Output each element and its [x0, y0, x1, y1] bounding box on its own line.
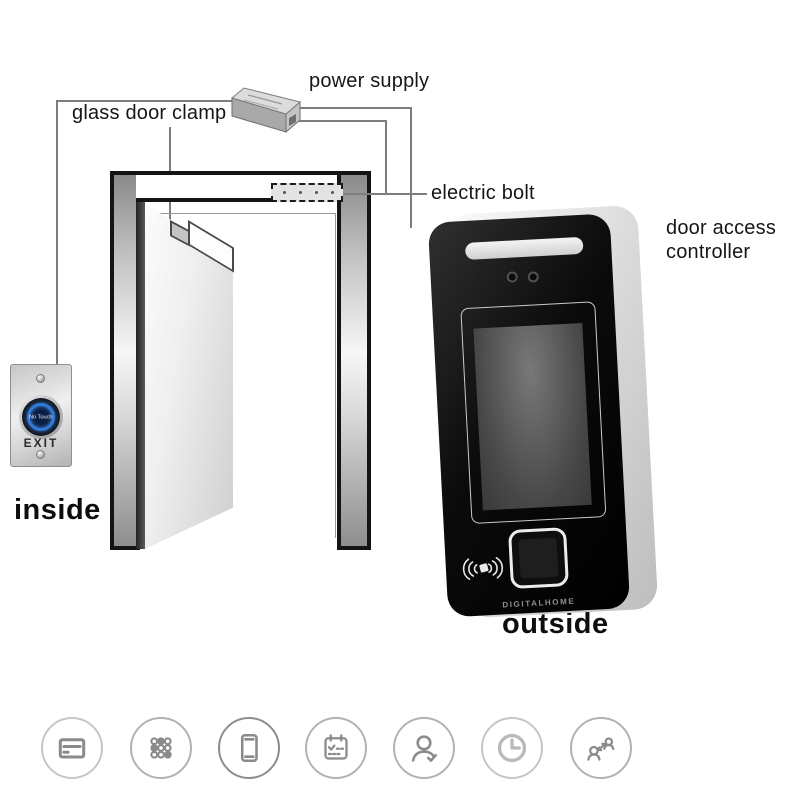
wire-powersupply-to-controller-h — [294, 107, 412, 109]
exit-button-blue-ring: No Touch — [27, 403, 55, 431]
glass-door-hinge-edge — [136, 202, 145, 549]
calendar-icon — [305, 717, 367, 779]
screw-bottom — [36, 450, 45, 459]
smartphone-icon — [218, 717, 280, 779]
user-check-icon — [393, 717, 455, 779]
rfid-card-icon — [41, 717, 103, 779]
wire-powersupply-to-exit-h — [56, 100, 234, 102]
clock-icon — [481, 717, 543, 779]
keypad-icon — [130, 717, 192, 779]
label-inside: inside — [14, 494, 101, 526]
fingerprint-sensor-window — [518, 537, 559, 579]
controller-front-panel: DIGITALHOME — [427, 213, 631, 618]
leader-electric-bolt — [343, 193, 427, 195]
camera-lens-right — [527, 271, 540, 283]
exit-button-bezel: No Touch — [22, 398, 60, 436]
label-door-access-controller: door access controller — [666, 217, 777, 263]
wire-powersupply-to-controller-v — [410, 107, 412, 228]
electric-bolt-unit — [271, 183, 343, 202]
no-touch-exit-button[interactable]: No Touch — [19, 395, 63, 439]
exit-button-text: No Touch — [29, 414, 53, 420]
wire-powersupply-to-bolt-h — [296, 120, 387, 122]
label-glass-door-clamp: glass door clamp — [72, 102, 227, 124]
doorway-depth-line-top — [158, 213, 336, 214]
fill-light-bar — [464, 236, 584, 260]
camera-lens-left — [506, 271, 519, 283]
exit-plate-text: EXIT — [23, 436, 59, 450]
user-transfer-icon — [570, 717, 632, 779]
wire-powersupply-to-exit-v — [56, 100, 58, 365]
rfid-wave-icon — [462, 556, 504, 581]
label-power-supply: power supply — [309, 70, 430, 92]
wire-powersupply-to-bolt-v — [385, 120, 387, 195]
label-electric-bolt: electric bolt — [431, 182, 535, 204]
fingerprint-reader[interactable] — [507, 527, 569, 590]
power-supply-unit — [230, 87, 302, 134]
doorway-depth-line-right — [335, 213, 336, 538]
touch-screen[interactable] — [473, 322, 592, 511]
screw-top — [36, 374, 45, 383]
door-frame-right-post — [337, 171, 371, 550]
door-frame-left-post — [110, 171, 140, 550]
power-socket — [289, 114, 296, 126]
door-access-controller: DIGITALHOME — [427, 204, 663, 626]
